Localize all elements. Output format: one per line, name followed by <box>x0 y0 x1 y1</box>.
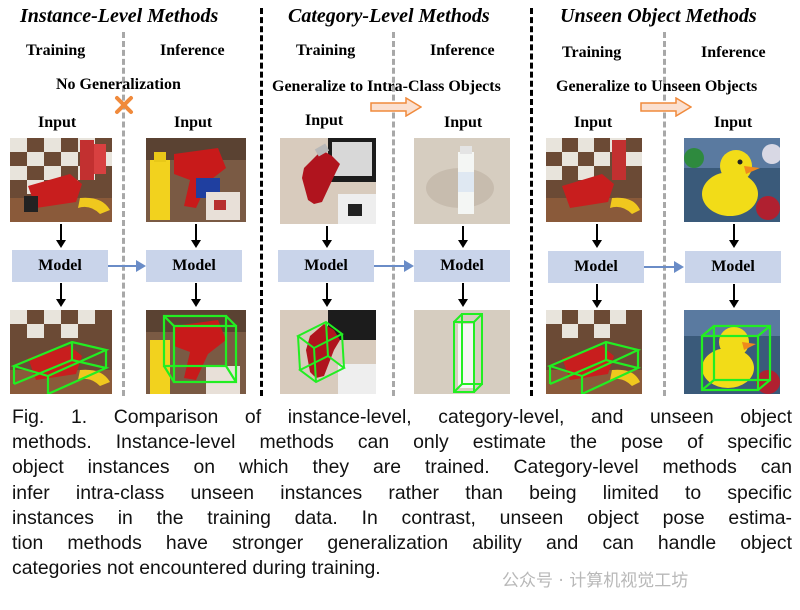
flow-arrow <box>322 226 332 248</box>
caption-line: methods. Instance-level methods can only… <box>12 431 792 454</box>
input-label: Input <box>38 114 77 131</box>
transfer-arrow <box>374 260 414 272</box>
input-label: Input <box>174 114 213 131</box>
model-label: Model <box>304 257 348 274</box>
input-image-drill-train <box>546 138 642 222</box>
output-image-drill-train-bbox <box>10 310 112 394</box>
output-image-bottle-train-bbox <box>280 310 376 394</box>
training-inference-divider-2 <box>392 32 395 396</box>
model-label: Model <box>574 258 618 275</box>
flow-arrow <box>191 283 201 307</box>
training-inference-divider-3 <box>663 32 666 396</box>
model-box-training: Model <box>278 250 374 282</box>
caption-line: instances in the training data. In contr… <box>12 506 792 529</box>
transfer-arrow <box>644 261 684 273</box>
flow-arrow <box>458 226 468 248</box>
input-image-drill-inference <box>146 138 246 222</box>
watermark: 公众号 · 计算机视觉工坊 <box>502 571 689 591</box>
flow-arrow <box>56 283 66 307</box>
no-generalization-note: No Generalization <box>56 76 181 93</box>
inference-label: Inference <box>701 44 766 61</box>
caption-line: infer intra-class unseen instances rathe… <box>12 481 792 504</box>
column-title-instance: Instance-Level Methods <box>20 5 219 27</box>
output-image-drill-inference-bbox <box>146 310 246 394</box>
inference-label: Inference <box>160 42 225 59</box>
flow-arrow <box>191 224 201 248</box>
input-label: Input <box>574 114 613 131</box>
model-box-training: Model <box>548 251 644 283</box>
output-image-drill-train-bbox <box>546 310 642 394</box>
column-separator-1 <box>260 8 263 396</box>
input-label: Input <box>305 112 344 129</box>
caption-line: categories not encountered during traini… <box>12 557 381 580</box>
training-label: Training <box>562 44 622 61</box>
model-box-inference: Model <box>414 250 510 282</box>
output-image-duck-inference-bbox <box>684 310 780 394</box>
input-image-bottle-inference <box>414 138 510 224</box>
caption-line: tion methods have stronger generalizatio… <box>12 532 792 555</box>
inference-label: Inference <box>430 42 495 59</box>
generalize-arrow-icon <box>370 97 422 117</box>
input-image-duck-inference <box>684 138 780 222</box>
caption-line: object instances on which they are train… <box>12 456 792 479</box>
column-title-unseen: Unseen Object Methods <box>560 5 757 27</box>
flow-arrow <box>322 283 332 307</box>
model-label: Model <box>440 257 484 274</box>
input-label: Input <box>714 114 753 131</box>
input-image-bottle-train <box>280 138 376 224</box>
model-label: Model <box>711 258 755 275</box>
flow-arrow <box>56 224 66 248</box>
flow-arrow <box>729 224 739 248</box>
transfer-arrow <box>108 260 146 272</box>
input-image-drill-train <box>10 138 112 222</box>
generalize-intra-class-note: Generalize to Intra-Class Objects <box>272 78 501 95</box>
output-image-bottle-inference-bbox <box>414 310 510 394</box>
model-box-inference: Model <box>685 251 781 283</box>
model-label: Model <box>38 257 82 274</box>
flow-arrow <box>729 284 739 308</box>
input-label: Input <box>444 114 483 131</box>
training-label: Training <box>26 42 86 59</box>
generalize-unseen-note: Generalize to Unseen Objects <box>556 78 758 95</box>
figure-caption: Fig. 1. Comparison of instance-level, ca… <box>12 405 792 581</box>
caption-line: Fig. 1. Comparison of instance-level, ca… <box>12 406 792 428</box>
cross-icon <box>115 96 133 114</box>
model-box-training: Model <box>12 250 108 282</box>
model-box-inference: Model <box>146 250 242 282</box>
training-label: Training <box>296 42 356 59</box>
training-inference-divider-1 <box>122 32 125 396</box>
model-label: Model <box>172 257 216 274</box>
flow-arrow <box>458 283 468 307</box>
column-separator-2 <box>530 8 533 396</box>
flow-arrow <box>592 284 602 308</box>
flow-arrow <box>592 224 602 248</box>
generalize-arrow-icon <box>640 97 692 117</box>
column-title-category: Category-Level Methods <box>288 5 490 27</box>
